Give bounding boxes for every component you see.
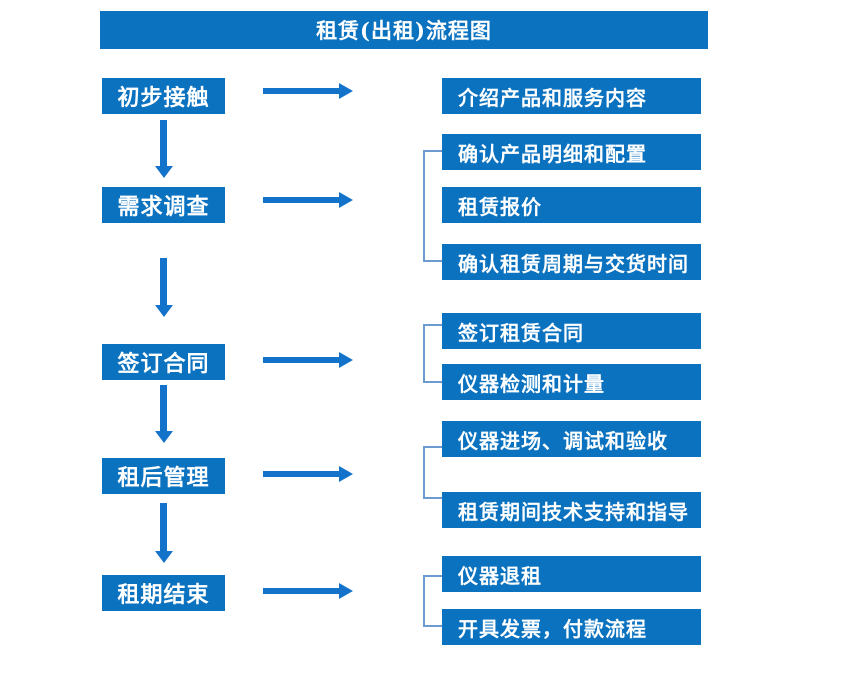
arrow-head: [339, 352, 353, 368]
arrow-head: [339, 83, 353, 99]
step-box-rental-end: 租期结束: [102, 575, 225, 611]
step-box-post-rental: 租后管理: [102, 458, 225, 494]
step-box-demand-survey: 需求调查: [102, 187, 225, 223]
detail-box: 租赁期间技术支持和指导: [442, 492, 701, 528]
arrow-shaft: [160, 258, 167, 307]
arrow-head: [339, 583, 353, 599]
detail-box: 介绍产品和服务内容: [442, 78, 701, 114]
detail-box: 租赁报价: [442, 187, 701, 223]
detail-box: 签订租赁合同: [442, 313, 701, 349]
detail-box: 确认租赁周期与交货时间: [442, 244, 701, 280]
step-box-initial-contact: 初步接触: [102, 78, 225, 114]
right-arrow-icon: [263, 352, 353, 368]
arrow-head: [155, 166, 173, 178]
group-bracket: [423, 150, 442, 262]
arrow-head: [339, 466, 353, 482]
down-arrow-icon: [155, 385, 173, 443]
right-arrow-icon: [263, 192, 353, 208]
arrow-shaft: [263, 357, 340, 363]
right-arrow-icon: [263, 583, 353, 599]
detail-box: 仪器检测和计量: [442, 364, 701, 400]
right-arrow-icon: [263, 83, 353, 99]
arrow-shaft: [160, 503, 167, 553]
arrow-shaft: [263, 197, 340, 203]
arrow-shaft: [263, 88, 340, 94]
arrow-shaft: [263, 588, 340, 594]
detail-box: 仪器进场、调试和验收: [442, 421, 701, 457]
arrow-head: [339, 192, 353, 208]
right-arrow-icon: [263, 466, 353, 482]
arrow-head: [155, 431, 173, 443]
down-arrow-icon: [155, 120, 173, 178]
detail-box: 仪器退租: [442, 556, 701, 592]
arrow-head: [155, 305, 173, 317]
arrow-head: [155, 551, 173, 563]
group-bracket: [423, 324, 442, 383]
arrow-shaft: [263, 471, 340, 477]
detail-box: 开具发票，付款流程: [442, 609, 701, 645]
down-arrow-icon: [155, 258, 173, 317]
arrow-shaft: [160, 120, 167, 168]
down-arrow-icon: [155, 503, 173, 563]
group-bracket: [423, 446, 442, 499]
detail-box: 确认产品明细和配置: [442, 134, 701, 170]
flowchart-title: 租赁(出租)流程图: [100, 11, 708, 49]
step-box-sign-contract: 签订合同: [102, 344, 225, 380]
group-bracket: [423, 575, 442, 627]
arrow-shaft: [160, 385, 167, 433]
